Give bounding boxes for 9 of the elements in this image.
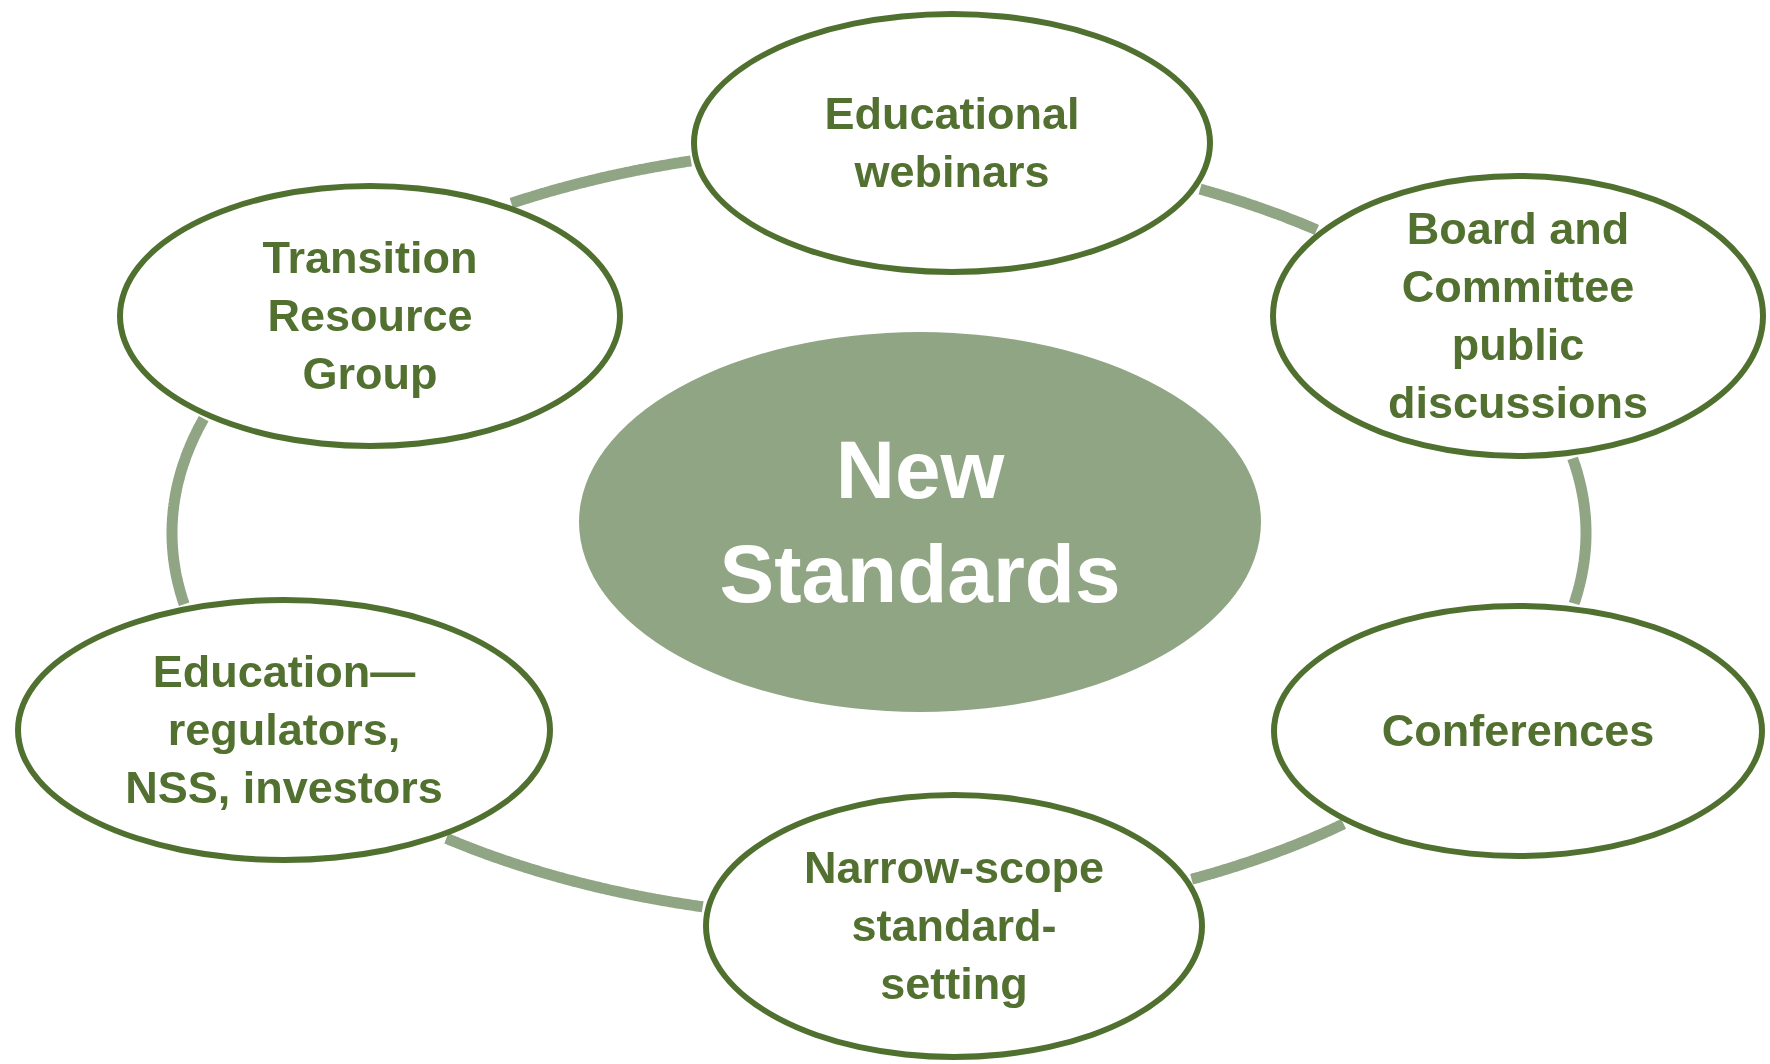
node-label: Transition Resource Group (261, 231, 479, 401)
node-label: Narrow-scope standard-setting (802, 841, 1106, 1011)
node-label: Educational webinars (823, 87, 1081, 199)
ring-connector (166, 414, 209, 609)
node-label: Board and Committee public discussions (1386, 202, 1650, 430)
ring-connector (442, 833, 707, 913)
node-label: New Standards (718, 423, 1122, 621)
node-label: Conferences (1380, 704, 1656, 758)
node-label: Education—regulators, NSS, investors (124, 645, 444, 815)
